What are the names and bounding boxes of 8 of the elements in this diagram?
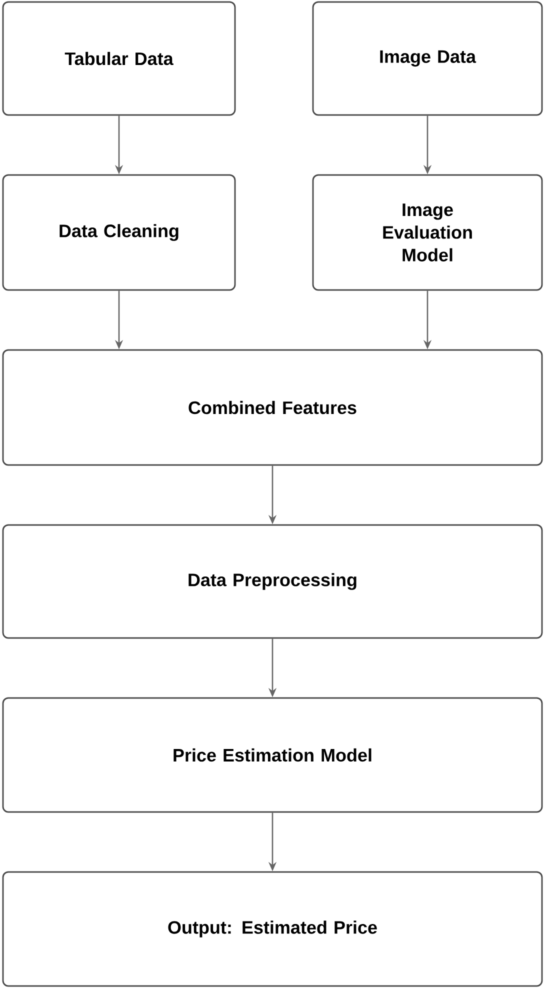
process-box: Image Data	[312, 1, 543, 116]
process-box: Image Evaluation Model	[312, 174, 543, 291]
process-box: Data Preprocessing	[2, 524, 543, 639]
process-box: Data Cleaning	[2, 174, 236, 291]
process-box: Price Estimation Model	[2, 697, 543, 813]
process-box: Combined Features	[2, 349, 543, 466]
process-box: Tabular Data	[2, 1, 236, 116]
process-box: Output: Estimated Price	[2, 871, 543, 987]
